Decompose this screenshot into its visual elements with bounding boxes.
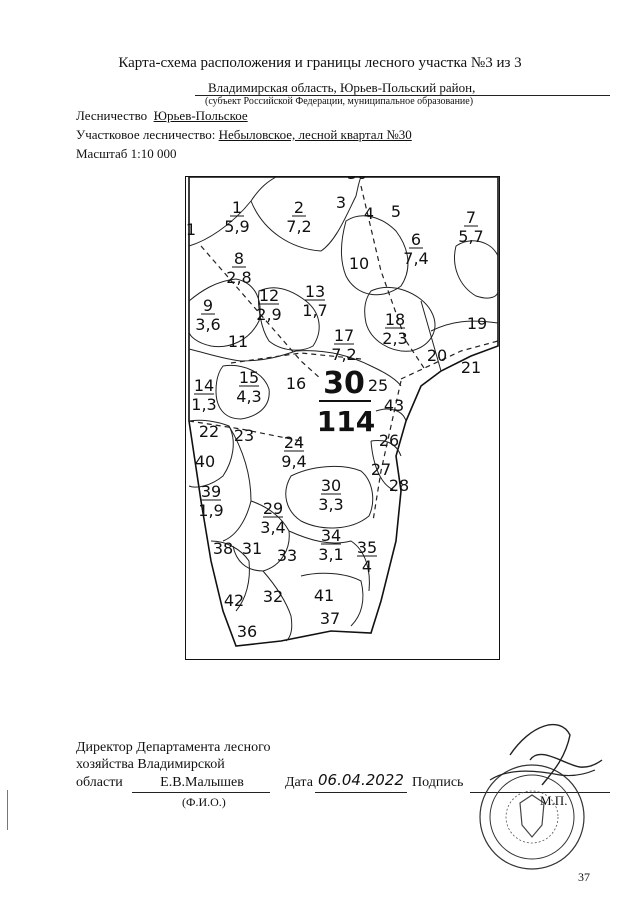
plot-number-label: 10 [349,254,369,273]
page-number: 37 [578,870,590,884]
plot-number-label: 32 [263,587,283,606]
plot-number-label: 27 [371,460,391,479]
official-stamp [479,724,603,870]
plot-number-label: 28 [389,476,409,495]
plot-number-label: 35 [357,538,377,557]
plot-area-label: 3,4 [260,518,285,537]
name-underline [132,792,270,793]
plot-number-label: 4 [364,204,374,223]
plot-number-label: 13 [305,282,325,301]
plot-number-label: 1 [186,220,196,239]
signer-name: Е.В.Малышев [160,775,244,790]
district-value: Небыловское, лесной квартал №30 [218,127,412,142]
plot-number-label: 12 [259,286,279,305]
plot-number-label: 2 [294,198,304,217]
plot-number-label: 34 [321,526,341,545]
plot-area-label: 2,9 [256,305,281,324]
plot-number-label: 3 [336,193,346,212]
plot-area-label: 7,4 [403,249,428,268]
plot-number-label: 6 [411,230,421,249]
stamp-mark: М.П. [540,793,568,808]
plot-area-label: 3,6 [195,315,220,334]
plot-number-label: 42 [224,591,244,610]
date-underline [315,792,407,793]
plot-number-label: 21 [461,358,481,377]
margin-mark [7,790,8,830]
plot-number-label: 7 [466,208,476,227]
forestry-value: Юрьев-Польское [153,108,248,123]
district-row: Участковое лесничество: Небыловское, лес… [76,127,412,143]
plot-area-label: 2,3 [382,329,407,348]
subject-text: Владимирская область, Юрьев-Польский рай… [208,80,476,95]
plot-number-label: 40 [195,452,215,471]
forestry-label: Лесничество [76,108,148,123]
plot-number-label: 31 [242,539,262,558]
plot-area-label: 1,3 [191,395,216,414]
plot-number-label: 11 [228,332,248,351]
quarter-area: 114 [317,405,375,438]
plot-number-label: 9 [203,296,213,315]
fio-caption: (Ф.И.О.) [182,795,226,809]
plot-area-label: 1,9 [198,501,223,520]
plot-number-label: 19 [467,314,487,333]
signature-label: Подпись [412,775,464,790]
document-title: Карта-схема расположения и границы лесно… [118,55,522,71]
plot-area-label: 4,3 [236,387,261,406]
signature-line2: хозяйства Владимирской [76,757,225,772]
plot-number-label: 29 [263,499,283,518]
subject-caption: (субъект Российской Федерации, муниципал… [205,96,474,107]
plot-number-label: 23 [234,426,254,445]
plot-number-label: 22 [199,422,219,441]
plot-area-label: 9,4 [281,452,306,471]
plot-number-label: 38 [213,539,233,558]
plot-area-label: 1,7 [302,301,327,320]
date-label: Дата [285,775,313,790]
plot-number-label: 43 [384,396,404,415]
district-label: Участковое лесничество: [76,127,216,142]
plot-number-label: 8 [234,249,244,268]
plot-number-label: 17 [334,326,354,345]
date-value: 06.04.2022 [318,771,404,789]
plot-number-label: 30 [347,177,367,183]
plot-number-label: 14 [194,376,214,395]
plot-area-label: 3,3 [318,495,343,514]
plot-number-label: 5 [391,202,401,221]
scale-text: Масштаб 1:10 000 [76,146,177,161]
plot-number-label: 20 [427,346,447,365]
plot-number-label: 25 [368,376,388,395]
plot-number-label: 16 [286,374,306,393]
plot-number-label: 18 [385,310,405,329]
plot-area-label: 7,2 [286,217,311,236]
plot-number-label: 33 [277,546,297,565]
quarter-boundary [188,177,499,647]
plot-number-label: 30 [321,476,341,495]
plot-number-label: 26 [379,431,399,450]
plot-area-label: 4 [362,557,372,576]
plot-area-label: 3,1 [318,545,343,564]
plot-number-label: 24 [284,433,304,452]
signature-line3-label: области [76,775,123,790]
plot-number-label: 39 [201,482,221,501]
signature-line1: Директор Департамента лесного [76,740,271,755]
plot-number-label: 37 [320,609,340,628]
plot-area-label: 7,2 [331,345,356,364]
subject-underline [195,95,610,96]
plot-area-label: 2,8 [226,268,251,287]
plot-number-label: 15 [239,368,259,387]
plot-area-label: 5,9 [224,217,249,236]
quarter-number: 30 [323,366,365,401]
plot-number-label: 1 [232,198,242,217]
forestry-row: Лесничество Юрьев-Польское [76,108,248,124]
plot-area-label: 5,7 [458,227,483,246]
plot-number-label: 41 [314,586,334,605]
plot-number-label: 36 [237,622,257,641]
